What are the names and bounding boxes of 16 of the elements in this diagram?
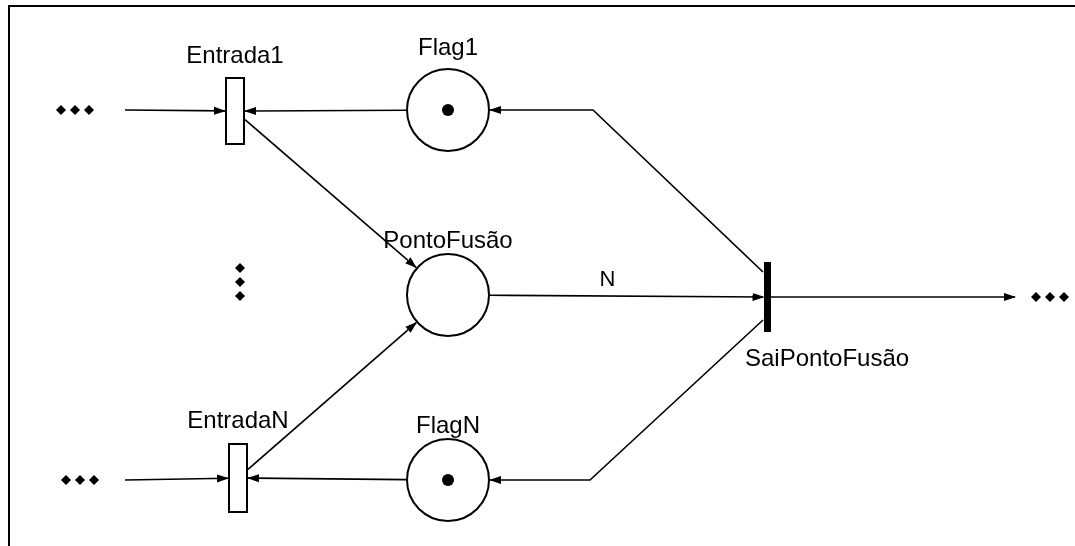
node-label: SaiPontoFusão	[745, 345, 910, 371]
arrow	[489, 106, 764, 273]
arrow	[489, 292, 765, 301]
node-label: PontoFusão	[383, 227, 513, 253]
arrow	[244, 118, 417, 269]
arrow	[244, 106, 407, 115]
arrow	[769, 293, 1016, 301]
arrow	[124, 474, 229, 483]
node-label: EntradaN	[187, 407, 289, 433]
arrow	[489, 319, 764, 484]
arrow	[247, 321, 418, 471]
node-label: Flag1	[417, 34, 478, 60]
arrow	[124, 106, 226, 115]
arrow	[247, 474, 407, 483]
node-label: FlagN	[416, 412, 480, 438]
node-label: Entrada1	[186, 42, 284, 68]
